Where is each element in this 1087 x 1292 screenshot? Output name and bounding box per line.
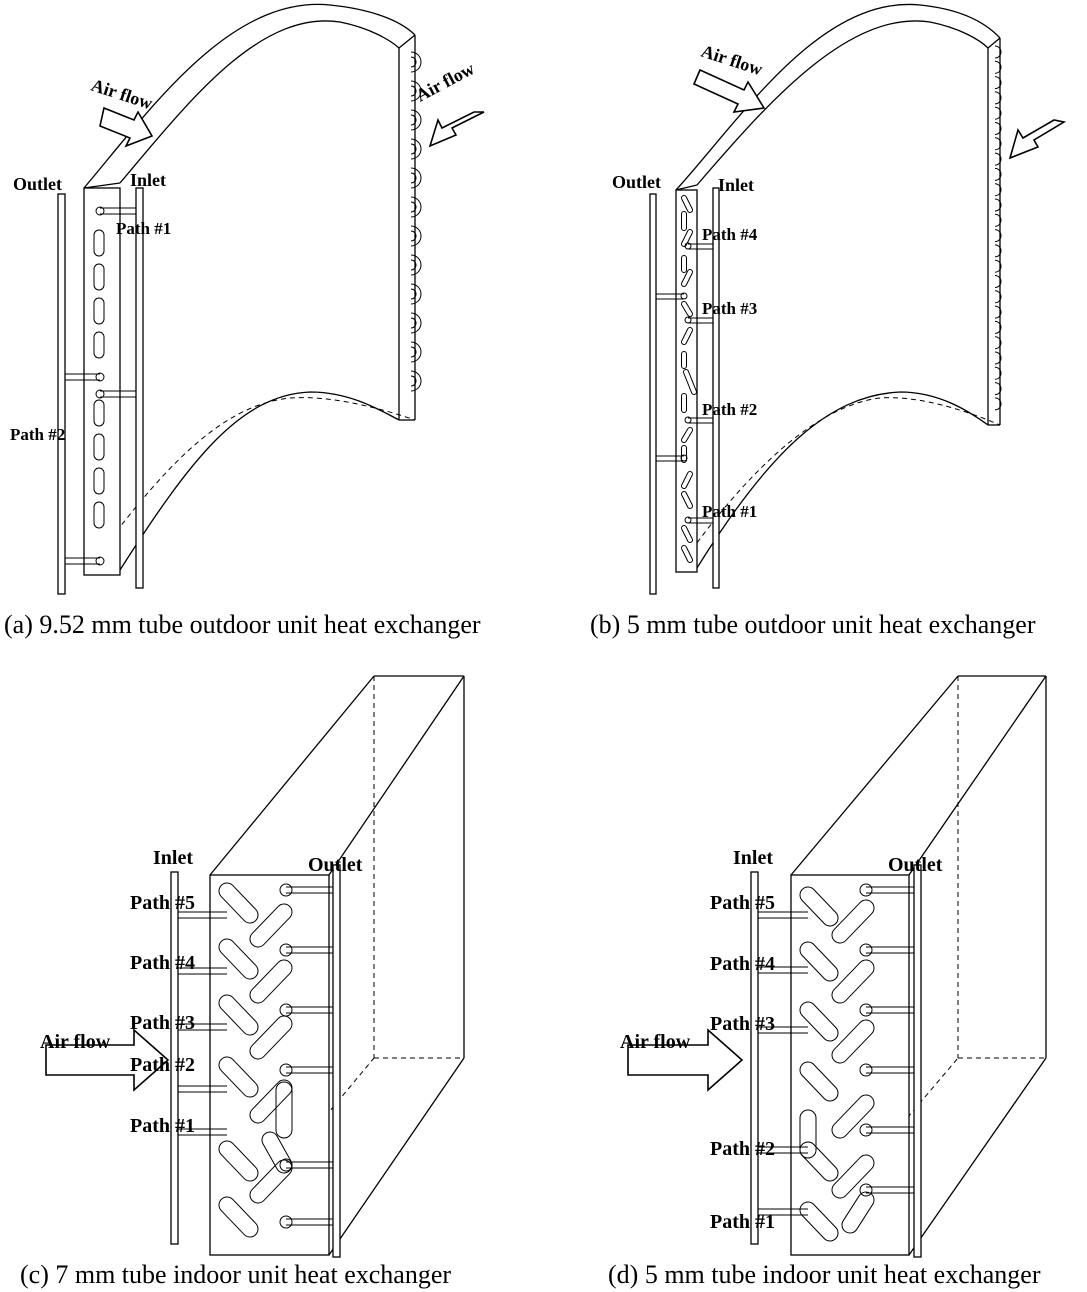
inlet-label: Inlet <box>153 847 193 869</box>
caption: (a) 9.52 mm tube outdoor unit heat excha… <box>4 610 481 639</box>
air-flow-label: Air flow <box>620 1031 691 1053</box>
inlet-header <box>713 188 719 588</box>
coil-front-face <box>84 188 120 575</box>
inlet-label: Inlet <box>718 175 754 195</box>
path-label: Path #1 <box>710 1211 775 1233</box>
path-label: Path #5 <box>710 892 775 914</box>
air-flow-label: Air flow <box>40 1031 111 1053</box>
outlet-label: Outlet <box>612 172 661 192</box>
outlet-header <box>650 194 656 594</box>
panel-d: Inlet Outlet Air flow Path #5 Path #4 Pa… <box>608 676 1046 1289</box>
path-label: Path #4 <box>710 953 775 975</box>
inlet-header <box>751 872 758 1244</box>
path-label: Path #2 <box>10 425 65 444</box>
path-label: Path #1 <box>116 219 171 238</box>
path-label: Path #3 <box>710 1013 775 1035</box>
path-label: Path #5 <box>130 892 195 914</box>
air-flow-arrow <box>430 112 484 146</box>
outlet-header <box>58 194 65 594</box>
coil-front-face <box>210 875 329 1255</box>
path-label: Path #4 <box>130 952 195 974</box>
path-label: Path #2 <box>710 1138 775 1160</box>
path-label: Path #3 <box>130 1012 195 1034</box>
path-label: Path #3 <box>702 299 757 318</box>
air-flow-label: Air flow <box>89 75 155 114</box>
outlet-header <box>914 865 921 1257</box>
caption: (b) 5 mm tube outdoor unit heat exchange… <box>590 610 1036 639</box>
caption: (c) 7 mm tube indoor unit heat exchanger <box>20 1260 451 1289</box>
caption: (d) 5 mm tube indoor unit heat exchanger <box>608 1260 1041 1289</box>
outlet-header <box>333 865 340 1257</box>
air-flow-arrow <box>100 108 152 146</box>
panel-b: Air flow Outlet Inlet Path #4 Path #3 Pa… <box>590 4 1064 639</box>
path-label: Path #2 <box>130 1054 195 1076</box>
panel-a: Air flow Air flow Outlet Inlet Path #1 P… <box>4 4 484 639</box>
panel-c: Inlet Outlet Air flow Path #5 Path #4 Pa… <box>20 676 464 1289</box>
path-label: Path #2 <box>702 400 757 419</box>
inlet-header <box>136 188 143 588</box>
path-label: Path #1 <box>130 1115 195 1137</box>
air-flow-arrow <box>1010 120 1064 158</box>
coil-front-face <box>791 875 909 1255</box>
inlet-label: Inlet <box>733 847 773 869</box>
air-flow-label: Air flow <box>412 58 477 105</box>
outlet-label: Outlet <box>888 854 943 876</box>
outlet-label: Outlet <box>308 854 363 876</box>
outlet-label: Outlet <box>13 174 62 194</box>
path-label: Path #1 <box>702 502 757 521</box>
inlet-label: Inlet <box>130 170 166 190</box>
path-label: Path #4 <box>702 225 758 244</box>
